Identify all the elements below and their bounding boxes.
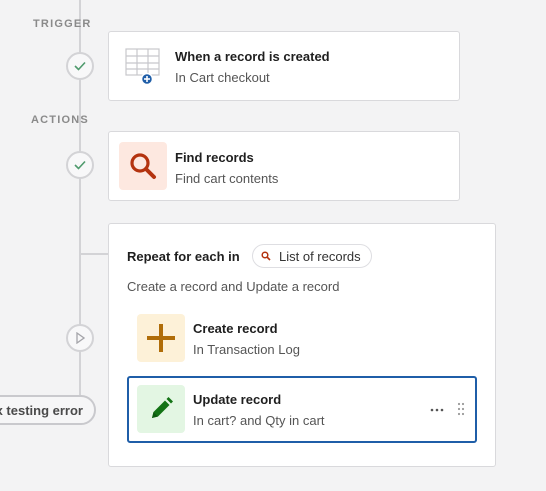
more-options-icon[interactable] [429, 402, 445, 418]
workflow-rail-top [79, 0, 81, 255]
fix-testing-error-button[interactable]: ix testing error [0, 395, 96, 425]
table-plus-icon [119, 42, 167, 90]
trigger-step-card[interactable]: When a record is created In Cart checkou… [108, 31, 460, 101]
check-icon [74, 61, 86, 71]
update-record-title: Update record [193, 392, 282, 407]
play-icon [76, 332, 85, 344]
plus-icon [137, 314, 185, 362]
trigger-status-node [66, 52, 94, 80]
find-status-node [66, 151, 94, 179]
repeat-connector [79, 253, 109, 255]
check-icon [74, 160, 86, 170]
update-record-subtitle: In cart? and Qty in cart [193, 413, 325, 428]
find-records-subtitle: Find cart contents [175, 171, 279, 186]
repeat-block-description: Create a record and Update a record [127, 279, 340, 294]
loop-run-node[interactable] [66, 324, 94, 352]
search-icon [261, 251, 271, 261]
pencil-icon [137, 385, 185, 433]
repeat-block[interactable]: Repeat for each in List of records Creat… [108, 223, 496, 467]
update-record-step[interactable]: Update record In cart? and Qty in cart [127, 376, 477, 443]
drag-handle-icon[interactable] [457, 402, 469, 418]
trigger-section-label: TRIGGER [33, 18, 92, 30]
create-record-title: Create record [193, 321, 278, 336]
list-of-records-pill[interactable]: List of records [252, 244, 372, 268]
find-records-title: Find records [175, 150, 254, 165]
actions-section-label: ACTIONS [31, 114, 89, 126]
find-records-card[interactable]: Find records Find cart contents [108, 131, 460, 201]
repeat-block-title: Repeat for each in [127, 249, 240, 264]
create-record-subtitle: In Transaction Log [193, 342, 300, 357]
create-record-step[interactable]: Create record In Transaction Log [127, 309, 477, 369]
trigger-step-title: When a record is created [175, 49, 330, 64]
search-icon [119, 142, 167, 190]
list-of-records-label: List of records [279, 248, 361, 264]
trigger-step-subtitle: In Cart checkout [175, 70, 270, 85]
